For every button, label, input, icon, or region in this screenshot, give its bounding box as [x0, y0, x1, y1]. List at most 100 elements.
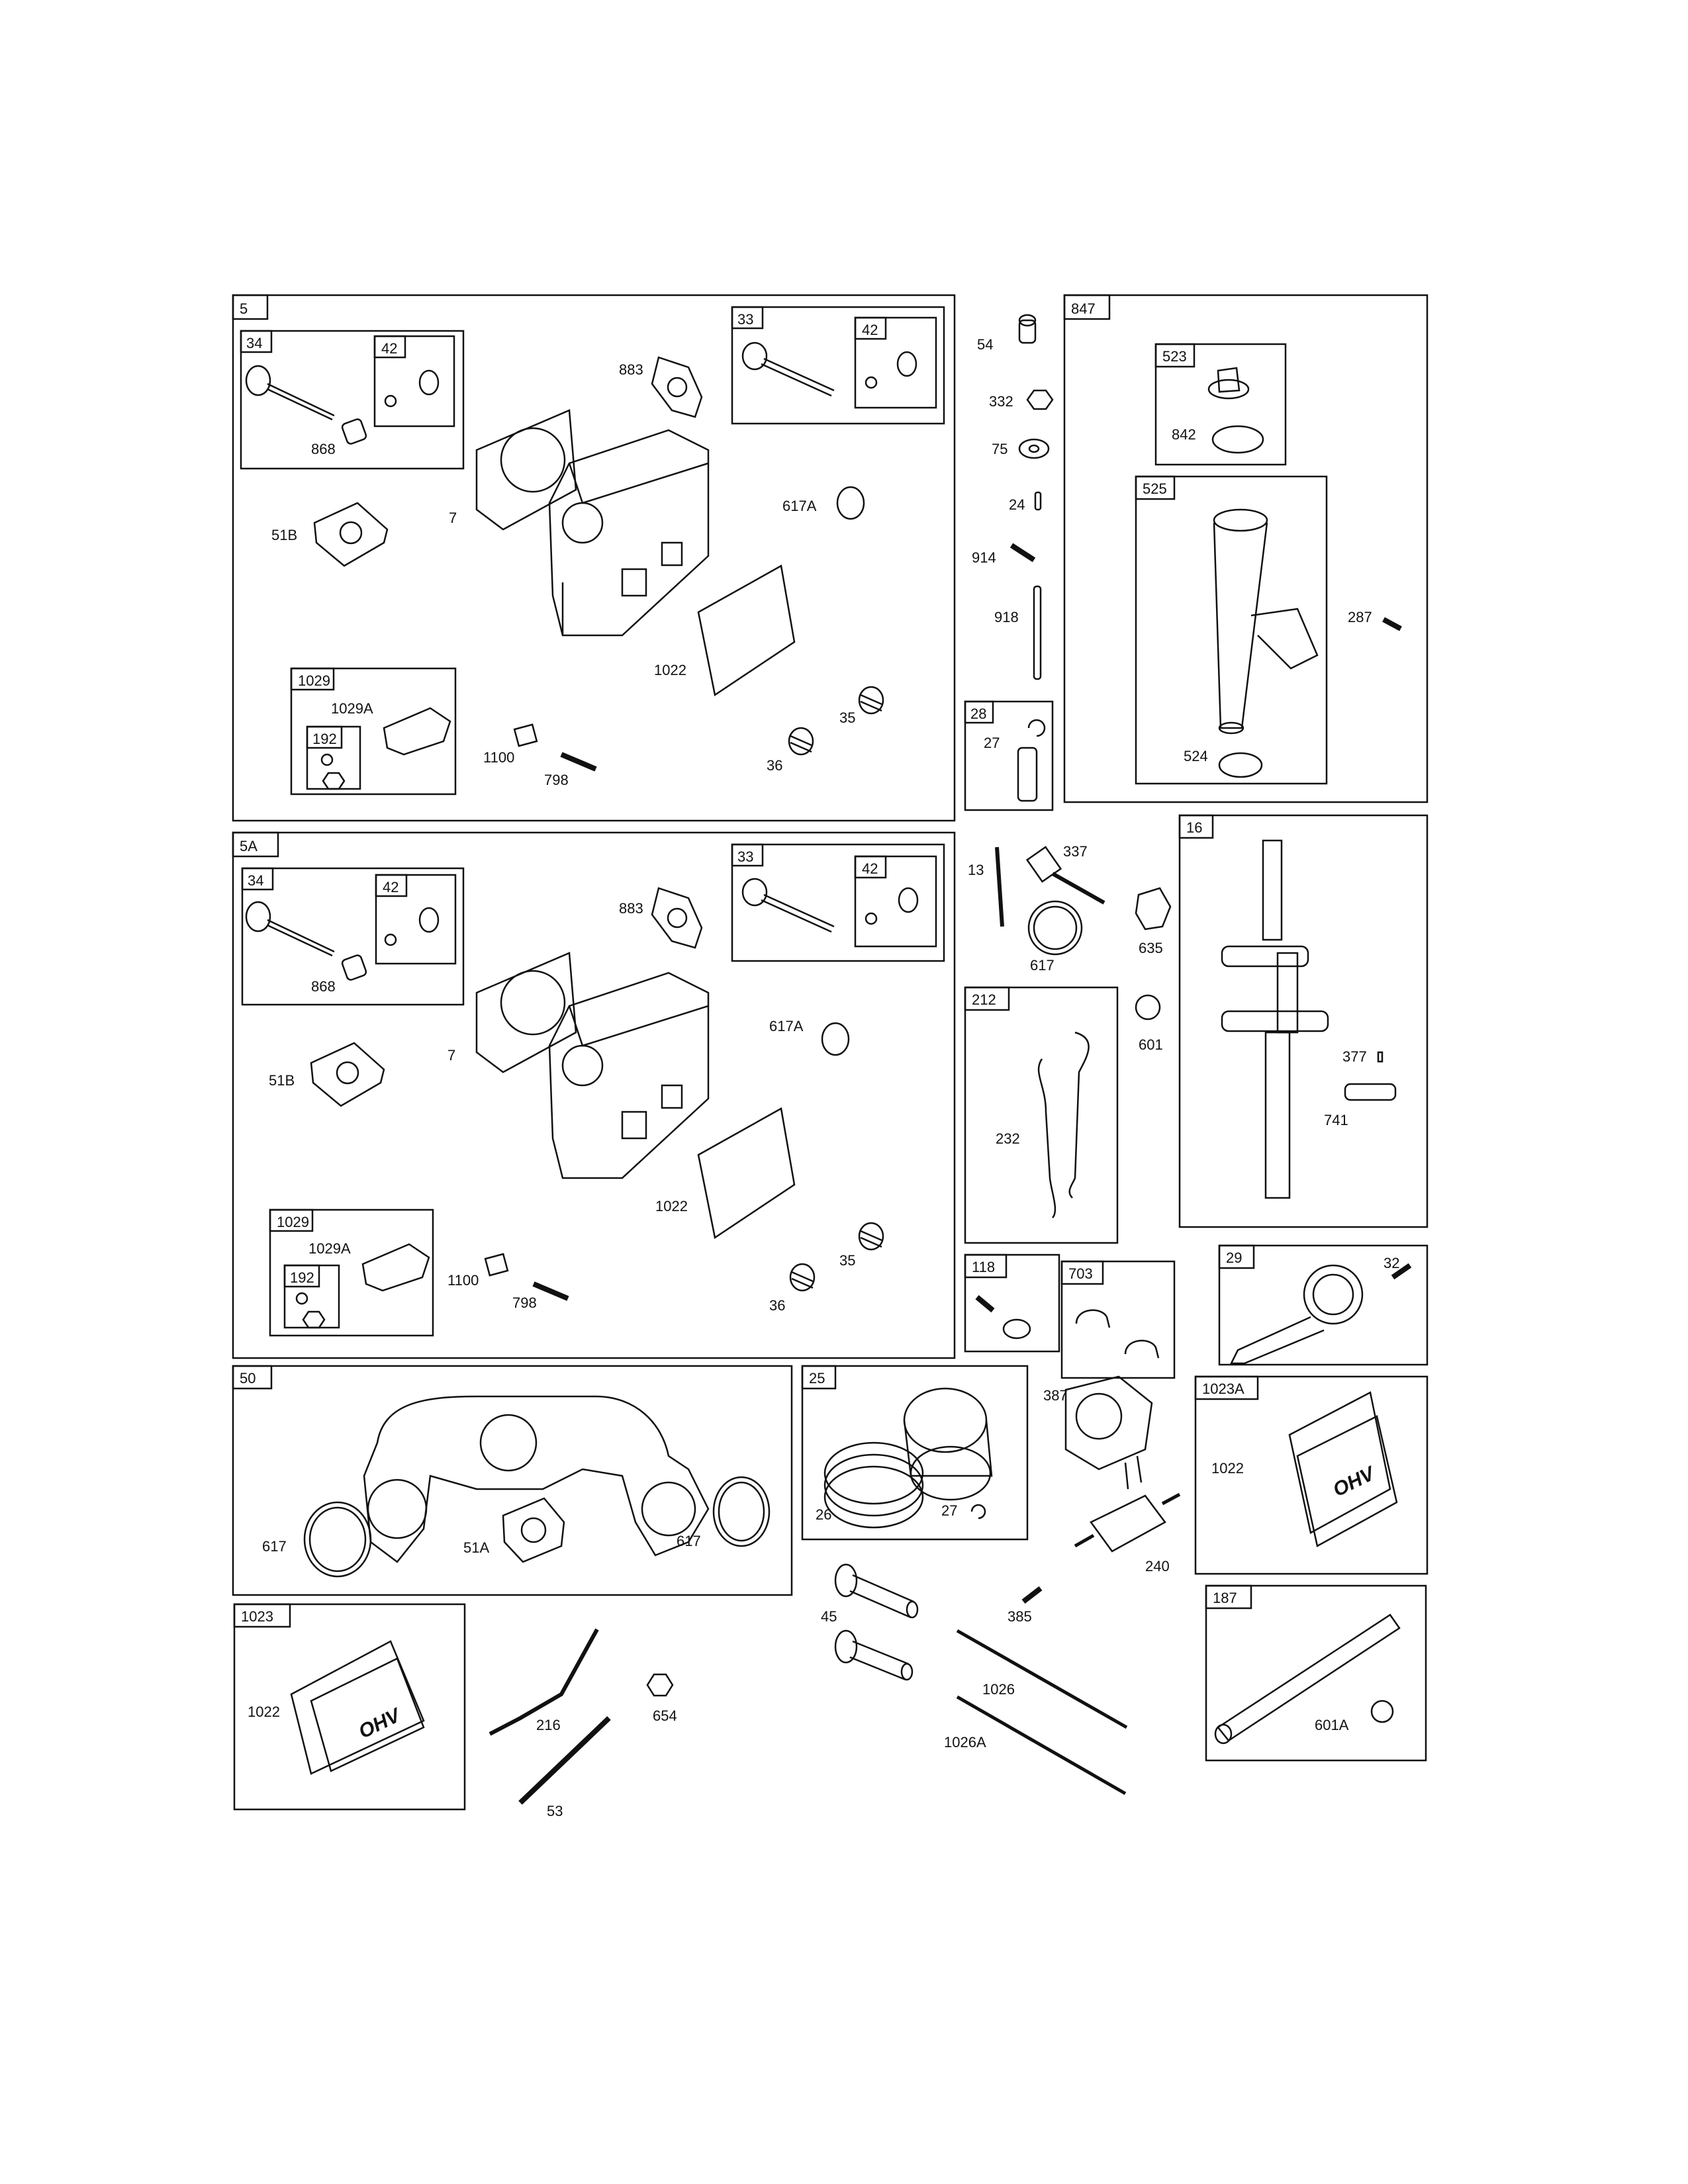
- panel-16-number: 16: [1186, 819, 1202, 836]
- panel-5-sub1029-number: 1029: [298, 672, 330, 689]
- panel-118-screw: [975, 1295, 995, 1313]
- panel-5-sub42a-number: 42: [381, 340, 397, 357]
- panel-5a-sub33-number: 33: [737, 848, 753, 865]
- panel-5a-sub42a-number: 42: [383, 879, 399, 895]
- panel-5a-sub1029-frame: [269, 1208, 434, 1337]
- panel-5-label-798: 798: [544, 772, 569, 788]
- panel-5-head-gasket-7: [475, 409, 577, 531]
- panel-212-tab: [964, 986, 1010, 1011]
- panel-1023a-ohv-decal: OHV: [1330, 1462, 1380, 1501]
- panel-5a-rocker-nut: [302, 1310, 326, 1329]
- screw-914: [1009, 543, 1036, 563]
- panel-29-rod-bolt: [1391, 1263, 1412, 1280]
- panel-5-rocker-nut: [322, 772, 346, 790]
- bottom-loose-parts: 216 654 53: [489, 1628, 677, 1819]
- label-45: 45: [821, 1608, 837, 1625]
- panel-5-intake-gasket-hole: [339, 521, 363, 545]
- label-914: 914: [972, 549, 996, 566]
- panel-25-label-26: 26: [816, 1506, 831, 1523]
- panel-5-label-36: 36: [767, 757, 782, 774]
- panel-5-head-gasket-bore: [500, 427, 566, 493]
- panel-5a-sub192-tab: [283, 1264, 320, 1288]
- label-617: 617: [1030, 957, 1055, 974]
- panel-5a-label-1100: 1100: [447, 1272, 479, 1289]
- panel-16-timing-gear-741: [1344, 1083, 1397, 1101]
- panel-5-label-617a: 617A: [782, 498, 817, 514]
- panel-5-exhaust-gasket-hole: [667, 377, 688, 398]
- panel-5-exhaust-gasket-883: [651, 356, 703, 418]
- panel-847-label-842: 842: [1172, 426, 1196, 443]
- nut-654: [646, 1673, 674, 1697]
- bolt-13: [995, 846, 1004, 927]
- panel-5-label-883: 883: [619, 361, 643, 378]
- push-rod-1026: [956, 1629, 1128, 1729]
- panel-212-governor-spring: [1037, 1058, 1056, 1218]
- panel-16-label-377: 377: [1342, 1048, 1367, 1065]
- panel-28-retaining-clip: [1027, 719, 1046, 737]
- panel-50-number: 50: [240, 1370, 256, 1387]
- label-75: 75: [992, 441, 1008, 457]
- panel-118-number: 118: [972, 1259, 995, 1275]
- label-240: 240: [1145, 1558, 1170, 1574]
- label-54: 54: [977, 336, 993, 353]
- panel-50-label-51a: 51A: [463, 1539, 489, 1556]
- panel-5a-label-617a: 617A: [769, 1018, 804, 1034]
- panel-5-sub42b-tab: [854, 316, 887, 340]
- panel-50-tab: [232, 1365, 273, 1390]
- panel-212-label-232: 232: [996, 1130, 1020, 1147]
- panel-28-frame: [964, 700, 1054, 811]
- panel-5: 5 34 42 868 33 42 883 7 51B 617A 10: [232, 294, 956, 822]
- panel-5-sub34-number: 34: [246, 335, 262, 351]
- panel-25-frame: [801, 1365, 1029, 1541]
- panel-5-sub192-number: 192: [312, 731, 337, 747]
- panel-50-label-617-left: 617: [262, 1538, 287, 1555]
- panel-50-seal-617-left-inner: [308, 1506, 367, 1572]
- bolt-54: [1018, 314, 1037, 344]
- washer-75: [1018, 438, 1050, 459]
- panel-847-o-ring-842: [1211, 425, 1264, 454]
- panel-5a-valve-seal: [418, 907, 440, 933]
- panel-5a-label-1022: 1022: [655, 1198, 688, 1214]
- panel-5a-label-35: 35: [839, 1252, 855, 1269]
- governor-rod-216: [489, 1628, 599, 1736]
- panel-28-number: 28: [970, 705, 986, 722]
- panel-1023-tab: [233, 1603, 291, 1628]
- panel-5-valve-spring-cap: [341, 418, 367, 445]
- panel-1023a: 1023A OHV 1022: [1194, 1375, 1429, 1575]
- panel-5-label-35: 35: [839, 709, 855, 726]
- panel-847-screw-287: [1382, 617, 1402, 631]
- panel-187-frame: [1205, 1584, 1427, 1762]
- panel-5a-label-868: 868: [311, 978, 336, 995]
- panel-187-number: 187: [1213, 1590, 1237, 1606]
- panel-5a-label-51b: 51B: [269, 1072, 295, 1089]
- panel-5a-sub42b-tab: [854, 855, 887, 879]
- label-24: 24: [1009, 496, 1025, 513]
- panel-5a-intake-valve: [245, 901, 335, 957]
- label-654: 654: [653, 1707, 677, 1724]
- panel-5a-intake-gasket-51b: [310, 1042, 385, 1107]
- panel-5-tab: [232, 294, 269, 320]
- panel-5-rocker-nut-small: [320, 753, 334, 766]
- panel-5-label-868: 868: [311, 441, 336, 457]
- clamp-601: [1135, 994, 1161, 1021]
- panel-847-label-524: 524: [1184, 748, 1208, 764]
- panel-187-fuel-hose: [1214, 1614, 1401, 1745]
- panel-1023-number: 1023: [241, 1608, 273, 1625]
- panel-5a-label-883: 883: [619, 900, 643, 917]
- panel-5-label-1029a: 1029A: [331, 700, 373, 717]
- label-1026: 1026: [982, 1681, 1015, 1698]
- label-337: 337: [1063, 843, 1088, 860]
- panel-5a-sub192-number: 192: [290, 1269, 314, 1286]
- label-53: 53: [547, 1803, 563, 1819]
- seal-617-inner: [1033, 905, 1078, 950]
- panel-5-sub42b-frame: [854, 316, 937, 409]
- panel-5-label-7: 7: [449, 510, 457, 526]
- panel-5a-valve-spring-36: [789, 1263, 816, 1292]
- panel-50-gasket-51a: [502, 1497, 565, 1563]
- panel-25-label-27: 27: [941, 1502, 957, 1519]
- panel-5-intake-gasket-51b: [313, 502, 389, 567]
- panel-50-gasket-51a-hole: [520, 1517, 547, 1543]
- panel-1023a-valve-cover: OHV: [1296, 1415, 1398, 1547]
- panel-5a-guide-plate-1100: [484, 1253, 509, 1277]
